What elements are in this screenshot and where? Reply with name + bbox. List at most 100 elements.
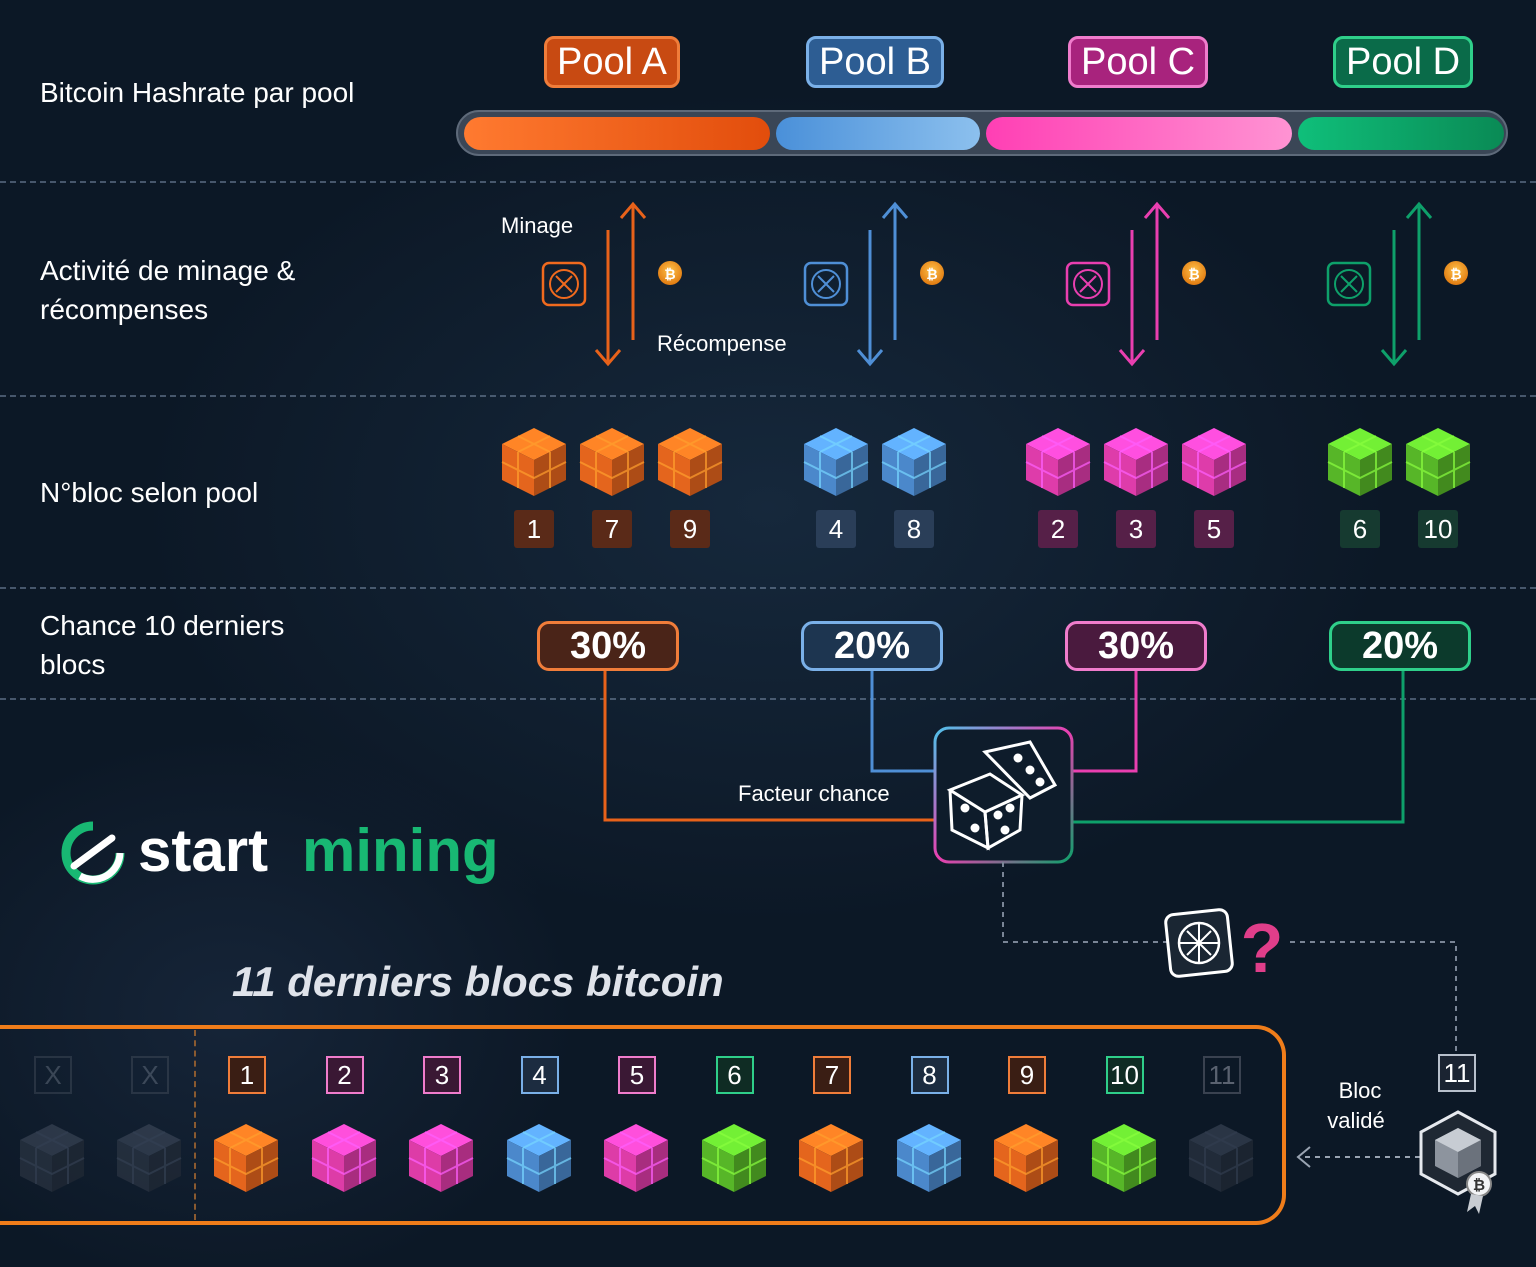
chain-block-cube-7 <box>798 1124 864 1192</box>
block-cube-1 <box>501 428 567 496</box>
divider <box>0 587 1536 589</box>
miner-icon <box>1326 261 1372 307</box>
bitcoin-coin-icon <box>658 261 682 285</box>
brand-start: start <box>138 817 269 884</box>
block-number-tag: 10 <box>1418 510 1458 548</box>
facteur-chance-label: Facteur chance <box>738 781 890 806</box>
removed-block-tag: X <box>34 1056 72 1094</box>
chain-block-cube-4 <box>506 1124 571 1192</box>
chain-block-cube-9 <box>993 1124 1059 1192</box>
pool-b-badge: Pool B <box>806 36 944 88</box>
chain-block-tag: 2 <box>325 1056 364 1094</box>
removed-block-tag: X <box>131 1056 169 1094</box>
pool-d-badge: Pool D <box>1333 36 1474 88</box>
startmining-logo-icon <box>61 821 125 885</box>
block-number-tag: 2 <box>1038 510 1078 548</box>
miner-icon <box>541 261 587 307</box>
block-cube-8 <box>881 428 947 496</box>
block-cube-9 <box>657 428 723 496</box>
chain-block-cube-2 <box>311 1124 376 1192</box>
block-number-tag: 4 <box>816 510 856 548</box>
block-cube-3 <box>1103 428 1169 496</box>
chain-block-tag: 5 <box>618 1056 656 1094</box>
block-number-tag: 6 <box>1340 510 1380 548</box>
block-cube-2 <box>1025 428 1091 496</box>
pool-d-activity: ₿ <box>1326 201 1468 367</box>
chain-divider <box>194 1030 196 1220</box>
label-activity: Activité de minage & récompenses <box>40 251 295 329</box>
removed-block-cube <box>19 1124 85 1192</box>
pending-block-tag: 11 <box>1203 1056 1241 1094</box>
chain-block-tag: 10 <box>1105 1056 1144 1094</box>
chance-pool-d: 20% <box>1329 621 1471 671</box>
miner-icon <box>1065 261 1111 307</box>
pool-a-badge: Pool A <box>544 36 680 88</box>
chain-block-cube-10 <box>1091 1124 1156 1192</box>
new-block-tag: 11 <box>1438 1054 1476 1092</box>
bloc-valide-label: Bloc validé <box>1327 1076 1386 1136</box>
chain-block-tag: 9 <box>1008 1056 1046 1094</box>
chain-block-cube-6 <box>701 1124 766 1192</box>
new-block-validated: ₿ <box>1419 1110 1497 1214</box>
hashrate-segment-c <box>986 117 1292 150</box>
chain-block-cube-5 <box>603 1124 669 1192</box>
pool-c-activity: ₿ <box>1065 201 1206 367</box>
block-number-tag: 1 <box>514 510 554 548</box>
block-number-tag: 9 <box>670 510 710 548</box>
label-chance: Chance 10 derniers blocs <box>40 606 284 684</box>
miner-icon <box>803 261 849 307</box>
bitcoin-coin-icon <box>920 261 944 285</box>
bitcoin-coin-icon <box>1444 261 1468 285</box>
hashrate-bar <box>456 110 1508 156</box>
divider <box>0 698 1536 700</box>
hashrate-segment-b <box>776 117 980 150</box>
fan-icon <box>1334 269 1364 299</box>
bitcoin-symbol: ₿ <box>926 266 937 282</box>
chain-block-tag: 1 <box>228 1056 266 1094</box>
chance-pool-b: 20% <box>801 621 943 671</box>
pool-a-activity: ₿ <box>541 201 682 367</box>
brand-mining: mining <box>302 817 499 884</box>
bitcoin-symbol: ₿ <box>1450 266 1461 282</box>
block-cube-10 <box>1405 428 1471 496</box>
label-hashrate: Bitcoin Hashrate par pool <box>40 77 355 108</box>
fan-icon <box>1073 269 1103 299</box>
fan-icon <box>811 269 841 299</box>
chain-block-tag: 3 <box>423 1056 461 1094</box>
activity-arrows: ₿ ₿ ₿ ₿ <box>541 201 1468 367</box>
hashrate-segment-d <box>1298 117 1504 150</box>
bitcoin-symbol: ₿ <box>1473 1177 1485 1194</box>
pool-b-activity: ₿ <box>803 201 944 367</box>
fan-icon <box>549 269 579 299</box>
minage-label: Minage <box>501 213 574 238</box>
bitcoin-symbol: ₿ <box>1188 266 1199 282</box>
chain-block-tag: 7 <box>813 1056 851 1094</box>
pool-c-badge: Pool C <box>1068 36 1209 88</box>
block-number-tag: 8 <box>894 510 934 548</box>
block-number-tag: 7 <box>592 510 632 548</box>
label-activity-line2: récompenses <box>40 294 209 325</box>
chain-block-cube-8 <box>896 1124 961 1192</box>
label-activity-line1: Activité de minage & <box>40 255 296 286</box>
chain-frame <box>0 1025 1286 1225</box>
chain-block-cube-1 <box>213 1124 279 1192</box>
hashrate-segment-a <box>464 117 770 150</box>
removed-block-cube <box>116 1124 182 1192</box>
chain-title: 11 derniers blocs bitcoin <box>232 958 724 1005</box>
chain-block-tag: 8 <box>910 1056 949 1094</box>
chance-pool-a: 30% <box>537 621 679 671</box>
block-number-tag: 5 <box>1194 510 1234 548</box>
block-cube-5 <box>1181 428 1247 496</box>
block-cube-6 <box>1327 428 1393 496</box>
divider <box>0 395 1536 397</box>
label-blocks-per-pool: N°bloc selon pool <box>40 477 259 508</box>
block-cube-4 <box>803 428 869 496</box>
label-chance-line1: Chance 10 derniers <box>40 610 285 641</box>
pending-block-cube <box>1188 1124 1254 1192</box>
chain-block-cube-3 <box>408 1124 474 1192</box>
divider <box>0 181 1536 183</box>
block-cube-7 <box>579 428 645 496</box>
bitcoin-symbol: ₿ <box>664 266 675 282</box>
recompense-label: Récompense <box>657 331 787 356</box>
